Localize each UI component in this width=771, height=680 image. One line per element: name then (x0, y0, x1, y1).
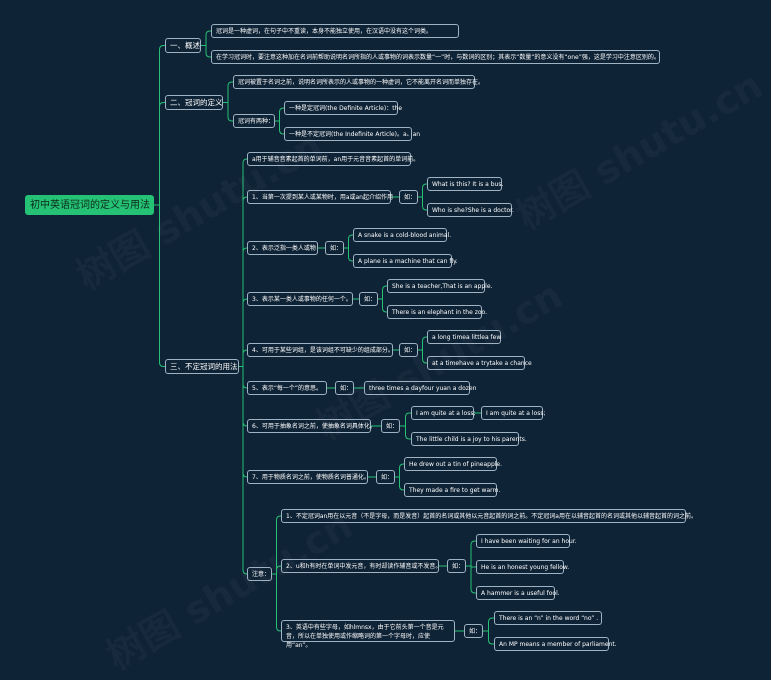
example-label[interactable]: 如： (335, 381, 354, 395)
example-label[interactable]: 如： (325, 241, 344, 255)
example-label[interactable]: 如： (381, 419, 400, 433)
connector-line (272, 565, 281, 575)
example-label[interactable]: 如： (464, 624, 483, 638)
connector-line (272, 515, 281, 575)
connector-line (239, 158, 248, 367)
connector-line (400, 412, 411, 427)
usage-rule[interactable]: a用于辅音音素起首的单词前，an用于元音音素起首的单词前。 (247, 152, 419, 166)
usage-point[interactable]: 5、表示“每一个”的意思。 (247, 381, 327, 395)
connector-line (239, 366, 248, 575)
connector-line (201, 30, 211, 46)
example-phrase[interactable]: a long timea littlea few (427, 330, 501, 344)
connector-line (275, 120, 284, 135)
connector-line (466, 565, 476, 594)
usage-point[interactable]: 7、用于物质名词之前，使物质名词普通化。 (247, 470, 370, 484)
example-sentence[interactable]: What is this? It is a bus. (427, 177, 503, 191)
example-sentence[interactable]: He is an honest young fellow. (476, 560, 569, 574)
example-sentence[interactable]: A plane is a machine that can fly. (353, 254, 458, 268)
connector-line (239, 247, 248, 367)
example-label[interactable]: 如： (399, 343, 418, 357)
example-sentence[interactable]: He drew out a tin of pineapple. (404, 457, 502, 471)
connector-line (344, 234, 353, 249)
example-phrase[interactable]: at a timehave a trytake a chance (427, 356, 532, 370)
article-kinds-label[interactable]: 冠词有两种： (233, 114, 275, 128)
connector-line (239, 349, 248, 367)
connector-line (201, 45, 211, 58)
example-sentence[interactable]: I have been waiting for an hour. (476, 534, 577, 548)
indefinite-article[interactable]: 一种是不定冠词(the Indefinite Article)。a、an (284, 127, 420, 141)
root-topic[interactable]: 初中英语冠词的定义与用法 (25, 195, 154, 215)
example-sentence[interactable]: I am quite at a loss; (411, 406, 475, 420)
connector-line (154, 102, 165, 206)
note-item[interactable]: 2、u和h有时在单词中发元音，有时却读作辅音或不发音。 (281, 559, 441, 573)
usage-point[interactable]: 6、可用于抽象名词之前，使抽象名词具体化。 (247, 419, 376, 433)
overview-item[interactable]: 冠词是一种虚词，在句子中不重读，本身不能独立使用，在汉语中没有这个词类。 (211, 24, 459, 38)
connector-line (466, 540, 476, 567)
connector-line (154, 45, 165, 206)
connector-line (483, 617, 494, 632)
connector-line (418, 349, 427, 364)
example-label[interactable]: 如： (447, 559, 466, 573)
connector-line (275, 107, 284, 122)
example-sentence[interactable]: A snake is a cold-blood animal. (353, 228, 451, 242)
example-phrase[interactable]: three times a dayfour yuan a dozen (364, 381, 476, 395)
connector-line (418, 196, 427, 211)
connector-line (272, 573, 281, 632)
connector-line (344, 247, 353, 262)
usage-point[interactable]: 3、表示某一类人或事物的任何一个。 (247, 292, 353, 306)
connector-line (378, 285, 387, 300)
section-indefinite-usage[interactable]: 三、不定冠词的用法 (165, 359, 239, 374)
connector-line (483, 630, 494, 645)
connector-line (239, 298, 248, 367)
example-sentence[interactable]: A hammer is a useful fool. (476, 586, 560, 600)
example-sentence[interactable]: They made a fire to get warm. (404, 483, 500, 497)
mind-map-canvas: 树图 shutu.cn 树图 shutu.cn 树图 shutu.cn 树图 s… (25, 24, 697, 651)
connector-line (239, 196, 248, 367)
example-label[interactable]: 如： (376, 470, 395, 484)
overview-item[interactable]: 在学习冠词时，要注意这种加在名词前帮助说明名词所指的人或事物的词表示数量“一”时… (211, 50, 660, 64)
note-item[interactable]: 3、英语中有些字母，如hlmnsx，由于它前头第一个音是元音，所以在单独使用或作… (281, 620, 455, 649)
example-sentence[interactable]: The little child is a joy to his parents… (411, 432, 527, 446)
connector-line (400, 425, 411, 440)
definite-article[interactable]: 一种是定冠词(the Definite Article)：the (284, 101, 402, 115)
definition-item[interactable]: 冠词被置于名词之前，说明名词所表示的人或事物的一种虚词，它不能离开名词而单独存在… (233, 75, 484, 89)
connector-line (154, 204, 165, 367)
example-label[interactable]: 如： (359, 292, 378, 306)
note-label[interactable]: 注意： (247, 567, 272, 581)
example-sentence[interactable]: I am quite at a loss; (481, 406, 545, 420)
example-sentence[interactable]: Who is she?She is a doctor. (427, 203, 514, 217)
section-definition[interactable]: 二、冠词的定义 (165, 95, 223, 110)
section-overview[interactable]: 一、概述 (165, 38, 201, 53)
example-sentence[interactable]: She is a teacher,That is an apple. (387, 279, 492, 293)
connector-line (223, 102, 233, 122)
usage-point[interactable]: 1、当第一次提到某人或某物时，用a或an起介绍作用 (247, 190, 393, 204)
example-sentence[interactable]: There is an “n” in the word “no” . (494, 611, 602, 625)
note-item[interactable]: 1、不定冠词an用在以元音（不是字母，而是发音）起首的名词或其他以元音起首的词之… (281, 509, 697, 523)
connector-line (418, 336, 427, 351)
example-sentence[interactable]: An MP means a member of parliament. (494, 637, 617, 651)
connector-line (395, 463, 404, 478)
connector-line (378, 298, 387, 313)
usage-point[interactable]: 2、表示泛指一类人或物 (247, 241, 318, 255)
usage-point[interactable]: 4、可用于某些词组，是该词组不可缺少的组成部分。 (247, 343, 394, 357)
connector-line (418, 183, 427, 198)
example-sentence[interactable]: There is an elephant in the zoo. (387, 305, 487, 319)
connector-line (223, 81, 233, 103)
example-label[interactable]: 如： (399, 190, 418, 204)
connector-lines (154, 30, 494, 645)
connector-line (395, 476, 404, 491)
